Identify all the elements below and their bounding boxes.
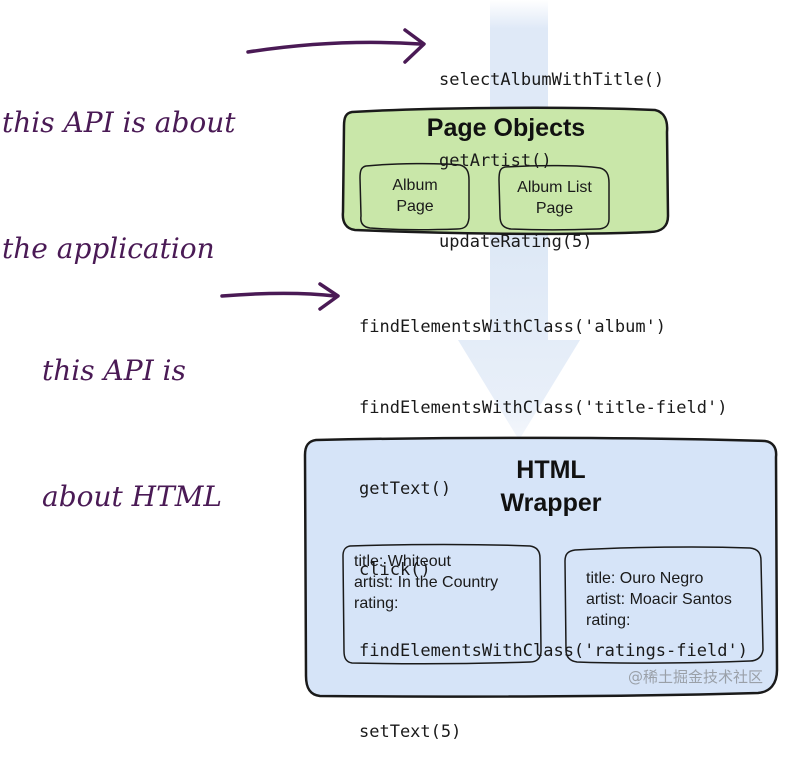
album-rating-field: rating: (354, 595, 399, 612)
application-api-note: this API is about the application (2, 18, 236, 312)
album-card-2: title: Ouro Negro artist: Moacir Santos … (586, 568, 732, 631)
album-artist-field: artist: Moacir Santos (586, 591, 732, 608)
album-list-page-label-line: Page (535, 200, 574, 217)
application-api-calls: selectAlbumWithTitle() getArtist() updat… (439, 13, 664, 283)
album-page-label-line: Page (396, 198, 434, 215)
html-wrapper-title-line: HTML (516, 456, 586, 484)
flow-arrow (458, 232, 580, 440)
application-note-arrow (246, 28, 426, 64)
album-list-page-label-line: Album List (517, 179, 592, 196)
html-wrapper-title: HTML Wrapper (451, 454, 651, 520)
album-card-1: title: Whiteout artist: In the Country r… (354, 551, 498, 614)
watermark: @稀土掘金技术社区 (628, 668, 764, 686)
diagram-canvas (220, 0, 779, 698)
album-artist-field: artist: In the Country (354, 574, 499, 591)
album-rating-field: rating: (586, 612, 631, 629)
api-call: findElementsWithClass('ratings-field') (359, 641, 748, 661)
html-note-arrow (220, 282, 340, 311)
api-call: selectAlbumWithTitle() (439, 70, 665, 90)
api-call: setText(5) (359, 722, 462, 742)
html-note-line: about HTML (42, 480, 223, 513)
album-page-label-line: Album (392, 177, 438, 194)
api-call: findElementsWithClass('album') (359, 317, 667, 337)
page-objects-title: Page Objects (426, 114, 586, 142)
application-note-line: the application (2, 232, 215, 265)
api-call: updateRating(5) (439, 232, 593, 252)
application-note-line: this API is about (2, 106, 236, 139)
html-note-line: this API is (42, 354, 186, 387)
album-list-page-label: Album List Page (500, 177, 609, 219)
api-call: getText() (359, 479, 452, 499)
html-wrapper-title-line: Wrapper (500, 489, 602, 517)
album-title-field: title: Whiteout (354, 553, 451, 570)
html-api-note: this API is about HTML (42, 266, 222, 560)
album-card-box-1 (342, 543, 542, 665)
album-title-field: title: Ouro Negro (586, 570, 704, 587)
album-page-box (359, 162, 470, 231)
album-page-label: Album Page (361, 175, 469, 217)
album-list-page-box (498, 164, 610, 231)
api-call: getArtist() (439, 151, 552, 171)
api-call: click() (359, 560, 431, 580)
album-card-box-2 (564, 546, 764, 664)
api-call: findElementsWithClass('title-field') (359, 398, 728, 418)
flow-band-top (490, 0, 548, 115)
